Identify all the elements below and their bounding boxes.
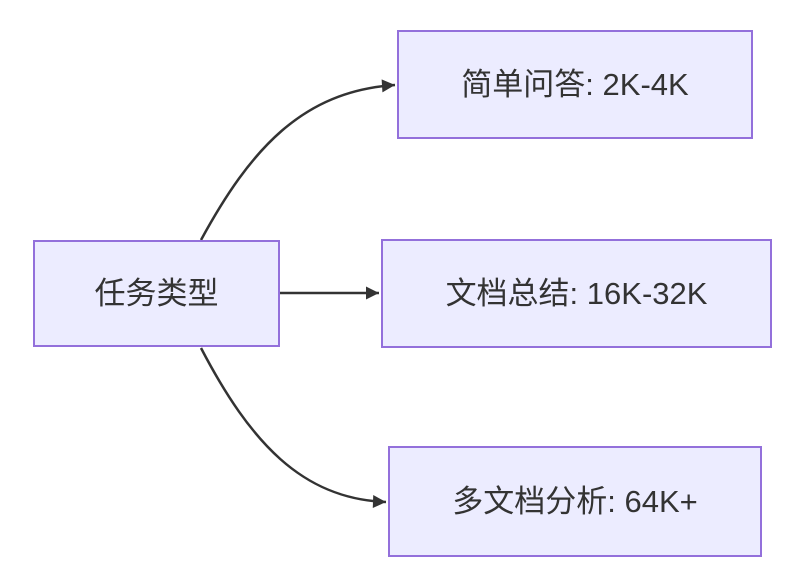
node-simple-qa: 简单问答: 2K-4K <box>397 30 753 139</box>
node-doc-summary-label: 文档总结: 16K-32K <box>445 275 708 311</box>
node-doc-summary: 文档总结: 16K-32K <box>381 239 772 348</box>
node-multidoc-analysis: 多文档分析: 64K+ <box>388 446 762 557</box>
edge-root-to-simple-qa <box>199 79 396 241</box>
node-task-type: 任务类型 <box>33 240 280 347</box>
node-simple-qa-label: 简单问答: 2K-4K <box>461 66 689 102</box>
node-task-type-label: 任务类型 <box>94 275 219 311</box>
node-multidoc-analysis-label: 多文档分析: 64K+ <box>452 483 698 519</box>
edge-root-to-multidoc-analysis <box>199 347 387 509</box>
